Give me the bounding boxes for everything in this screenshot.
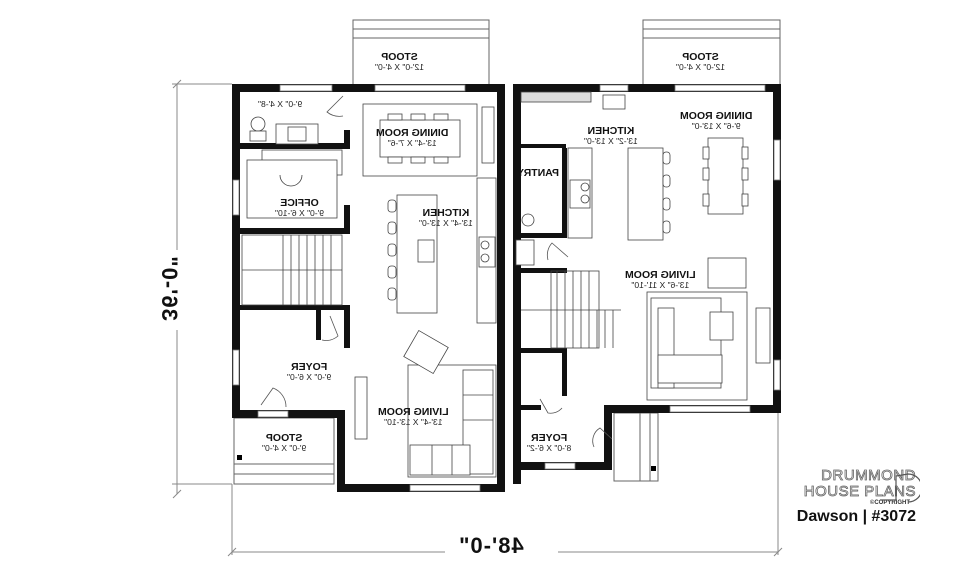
stoop-bottom-right: [613, 412, 659, 482]
room-label-living-room-left: LIVING ROOM 13'-4" X 13'-10": [378, 406, 449, 428]
room-label-foyer-left: FOYER 9'-0" X 6'-0": [287, 361, 332, 383]
room-label-dining-room-right: DINING ROOM 9'-6" X 13'-0": [680, 110, 752, 132]
room-label-powder: 9'-0" X 4'-8": [258, 99, 303, 109]
room-size: 12'-0" X 4'-0": [676, 62, 725, 73]
brand-line-2: HOUSE PLANS: [803, 483, 916, 500]
room-label-kitchen-right: KITCHEN 13'-2" X 13'-0": [584, 125, 638, 147]
room-label-stoop-top-right: STOOP 12'-0" X 4'-0": [676, 51, 725, 73]
room-label-stoop-bottom: STOOP 9'-0" X 4'-0": [262, 432, 307, 454]
room-size: 13'-2" X 13'-0": [584, 136, 638, 147]
room-size: 9'-0" X 4'-8": [258, 99, 303, 109]
room-label-office: OFFICE 9'-0" X 6'-10": [275, 197, 324, 219]
room-name: PANTRY: [517, 167, 559, 179]
stoop-top-right: [642, 19, 781, 87]
room-size: 9'-0" X 6'-0": [287, 372, 332, 383]
armchair-left: [403, 329, 449, 375]
room-size: 9'-6" X 13'-0": [691, 121, 741, 132]
room-label-kitchen-left: KITCHEN 13'-4" X 13'-0": [419, 207, 473, 229]
brand-logo-icon: [880, 473, 920, 503]
room-size: 13'-4" X 13'-10": [384, 417, 443, 428]
plan-title: Dawson | #3072: [796, 508, 916, 525]
room-label-living-room-right: LIVING ROOM 13'-6" X 11'-10": [625, 269, 696, 291]
stoop-bottom-left: [233, 417, 335, 485]
room-label-dining-room-left: DINING ROOM 13'-4" X 7'-6": [376, 127, 448, 149]
dining-table-right: [707, 137, 744, 215]
room-size: 9'-0" X 6'-10": [275, 208, 324, 219]
room-size: 13'-4" X 7'-6": [387, 138, 437, 149]
room-label-foyer-right: FOYER 8'-0" X 6'-2": [527, 432, 572, 454]
room-size: 13'-6" X 11'-10": [631, 280, 690, 291]
stoop-top-left: [352, 19, 490, 87]
overall-depth-dimension: 36'-0": [156, 255, 182, 321]
room-size: 12'-0" X 4'-0": [375, 62, 424, 73]
room-size: 13'-4" X 13'-0": [419, 218, 473, 229]
branding-block: DRUMMOND HOUSE PLANS ©COPYRIGHT Dawson |…: [796, 467, 916, 526]
room-size: 8'-0" X 6'-2": [527, 443, 572, 454]
stairs-right: [550, 270, 600, 349]
room-size: 9'-0" X 4'-0": [262, 443, 307, 454]
exterior-wall: [232, 84, 240, 418]
armchair-right: [707, 257, 747, 289]
brand-line-1: DRUMMOND: [821, 467, 916, 484]
copyright-text: ©COPYRIGHT: [869, 500, 910, 506]
room-label-pantry: PANTRY: [517, 167, 559, 179]
room-label-stoop-top-left: STOOP 12'-0" X 4'-0": [375, 51, 424, 73]
kitchen-island-right: [627, 147, 664, 241]
overall-width-dimension: 48'-0": [458, 533, 524, 558]
